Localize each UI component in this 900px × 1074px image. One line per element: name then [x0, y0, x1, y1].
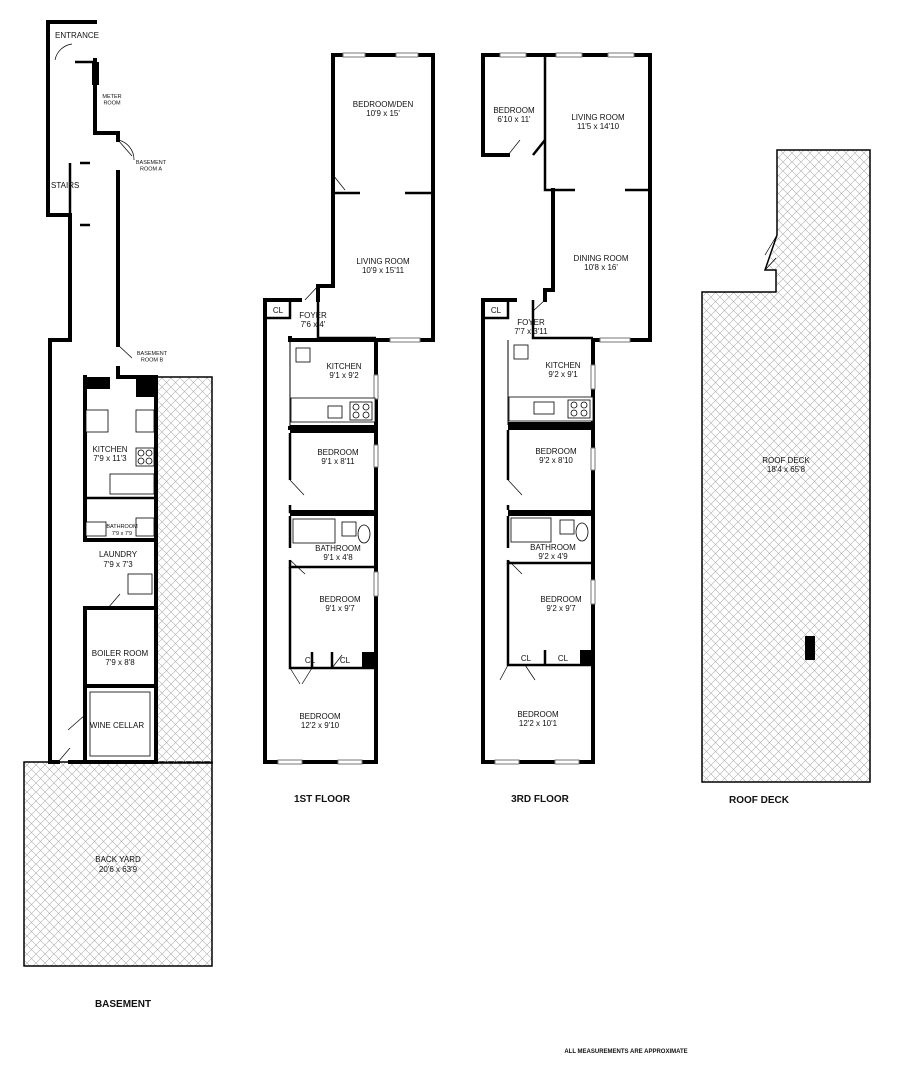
basement-room-a-line-cont: ROOM A — [140, 167, 162, 173]
third-bedroom-1-name: BEDROOM — [535, 447, 577, 456]
first-closet-right-label: CL — [340, 656, 351, 665]
third-bedroom-2-size: 9'2 x 9'7 — [546, 604, 576, 613]
first-bedroom-1-name: BEDROOM — [317, 448, 359, 457]
boiler-room-size: 7'9 x 8'8 — [105, 658, 135, 667]
meter-room-label-line1-cont: ROOM — [103, 101, 121, 107]
first-bedroom-3-size: 12'2 x 9'10 — [301, 721, 340, 730]
stairs-label: STAIRS — [51, 181, 79, 190]
meter-room-label-line1: METER — [102, 94, 121, 100]
third-dining-room-size: 10'8 x 16' — [584, 263, 618, 272]
third-dining-room-name: DINING ROOM — [573, 254, 628, 263]
basement-room-b-line-cont: ROOM B — [141, 358, 164, 364]
roof-deck-name: ROOF DECK — [762, 456, 810, 465]
first-living-room-size: 10'9 x 15'11 — [362, 266, 405, 275]
first-bedroom-2-size: 9'1 x 9'7 — [325, 604, 355, 613]
third-bedroom-3-name: BEDROOM — [517, 710, 559, 719]
first-bathroom-size: 9'1 x 4'8 — [323, 553, 353, 562]
third-bathroom-name: BATHROOM — [530, 543, 576, 552]
first-foyer-name: FOYER — [299, 311, 327, 320]
first-foyer-size: 7'6 x 4' — [301, 320, 326, 329]
laundry-name: LAUNDRY — [99, 550, 138, 559]
first-floor-title: 1ST FLOOR — [294, 794, 351, 805]
roof-deck-area — [701, 149, 871, 783]
first-bedroom-den-name: BEDROOM/DEN — [353, 100, 414, 109]
third-living-room-size: 11'5 x 14'10 — [577, 122, 620, 131]
third-living-room-name: LIVING ROOM — [571, 113, 625, 122]
basement-bathroom-name: BATHROOM — [106, 524, 138, 530]
first-living-room-name: LIVING ROOM — [356, 257, 410, 266]
third-floor-plan — [481, 52, 652, 765]
third-closet-right-label: CL — [558, 654, 569, 663]
first-bedroom-2-name: BEDROOM — [319, 595, 361, 604]
boiler-room-name: BOILER ROOM — [92, 649, 149, 658]
basement-title: BASEMENT — [95, 999, 151, 1010]
first-bedroom-1-size: 9'1 x 8'11 — [321, 457, 355, 466]
third-bedroom-3-size: 12'2 x 10'1 — [519, 719, 558, 728]
side-yard-area — [155, 376, 213, 764]
laundry-size: 7'9 x 7'3 — [103, 560, 133, 569]
back-yard-area — [23, 761, 213, 967]
third-bedroom-1-size: 9'2 x 8'10 — [539, 456, 573, 465]
back-yard-name: BACK YARD — [95, 855, 141, 864]
basement-room-b-line: BASEMENT — [137, 351, 168, 357]
roof-deck-title: ROOF DECK — [729, 795, 790, 806]
wine-cellar-name: WINE CELLAR — [90, 721, 144, 730]
third-bathroom-size: 9'2 x 4'9 — [538, 552, 568, 561]
first-kitchen-name: KITCHEN — [326, 362, 361, 371]
third-kitchen-name: KITCHEN — [545, 361, 580, 370]
first-floor-plan — [263, 52, 435, 765]
first-foyer-closet-label: CL — [273, 306, 284, 315]
first-bathroom-name: BATHROOM — [315, 544, 361, 553]
third-bedroom-small-name: BEDROOM — [493, 106, 535, 115]
third-bedroom-2-name: BEDROOM — [540, 595, 582, 604]
third-foyer-size: 7'7 x 3'11 — [514, 327, 548, 336]
third-foyer-closet-label: CL — [491, 306, 502, 315]
first-kitchen-size: 9'1 x 9'2 — [329, 371, 359, 380]
third-foyer-name: FOYER — [517, 318, 545, 327]
basement-kitchen-size: 7'9 x 11'3 — [93, 454, 127, 463]
first-bedroom-3-name: BEDROOM — [299, 712, 341, 721]
basement-bathroom-size: 7'9 x 7'9 — [112, 531, 132, 537]
first-closet-left-label: CL — [305, 656, 316, 665]
third-kitchen-size: 9'2 x 9'1 — [548, 370, 578, 379]
entrance-label: ENTRANCE — [55, 31, 99, 40]
measurements-footnote: ALL MEASUREMENTS ARE APPROXIMATE — [564, 1049, 687, 1055]
basement-kitchen-name: KITCHEN — [92, 445, 127, 454]
third-floor-title: 3RD FLOOR — [511, 794, 570, 805]
basement-room-a-line: BASEMENT — [136, 160, 167, 166]
third-closet-left-label: CL — [521, 654, 532, 663]
back-yard-size: 20'6 x 63'9 — [99, 865, 138, 874]
first-bedroom-den-size: 10'9 x 15' — [366, 109, 400, 118]
basement-plan — [23, 20, 213, 967]
roof-deck-plan — [701, 149, 871, 783]
roof-deck-size: 18'4 x 65'8 — [767, 465, 806, 474]
third-bedroom-small-size: 6'10 x 11' — [497, 115, 531, 124]
